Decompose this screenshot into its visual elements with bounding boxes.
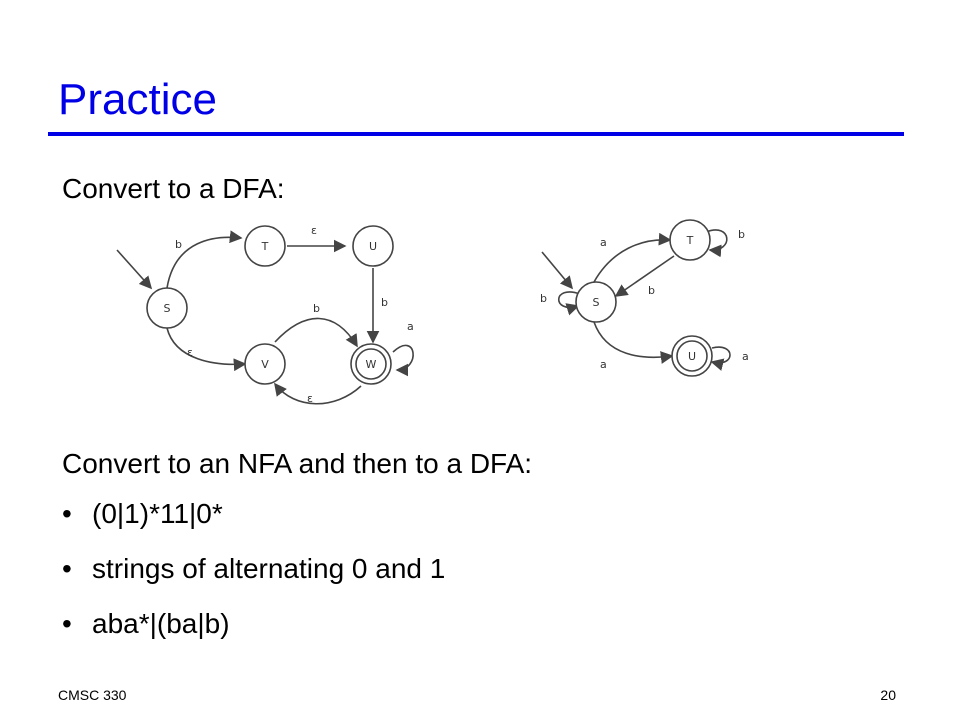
bullet-text: (0|1)*11|0* (92, 498, 223, 529)
bullet-item: • (0|1)*11|0* (62, 497, 223, 531)
state-v (244, 343, 286, 385)
label2-s-u: a (600, 358, 607, 371)
label-w-v: ε (307, 392, 313, 405)
bullet-marker: • (62, 608, 72, 639)
label-t-u: ε (311, 224, 317, 237)
bullet-item: • aba*|(ba|b) (62, 607, 230, 641)
state2-s (575, 281, 617, 323)
state-w-label: W (366, 358, 377, 371)
state2-t (669, 219, 711, 261)
start-arrow (116, 249, 153, 290)
label2-s-t: a (600, 236, 607, 249)
state2-u-label: U (688, 350, 696, 363)
slide-title: Practice (58, 75, 217, 124)
state-u-label: U (369, 240, 377, 253)
bullet-marker: • (62, 553, 72, 584)
edge-s-t (166, 230, 243, 289)
edge2-u-u (710, 346, 731, 371)
state-s (146, 287, 188, 329)
label2-t-s: b (648, 284, 655, 297)
title-underline (48, 132, 904, 136)
start-arrow-2 (541, 251, 574, 290)
edge2-s-u (593, 321, 674, 364)
bullet-marker: • (62, 498, 72, 529)
section-nfa-heading: Convert to an NFA and then to a DFA: (62, 448, 533, 479)
edge-s-v (166, 327, 247, 372)
footer-page-number: 20 (880, 687, 896, 703)
edge-v-w (274, 317, 358, 348)
state-t (244, 225, 286, 267)
label2-u-u: a (742, 350, 749, 363)
label-s-t: b (175, 238, 182, 251)
label-w-w: a (407, 320, 414, 333)
state-t-label: T (261, 240, 269, 253)
state2-t-label: T (686, 234, 694, 247)
state2-u-inner (676, 340, 708, 372)
label2-s-s: b (540, 292, 547, 305)
state-s-label: S (164, 302, 171, 315)
edge2-s-t (593, 232, 672, 283)
edge2-t-s (614, 255, 675, 297)
label-v-w: b (313, 302, 320, 315)
label-s-v: ε (187, 346, 193, 359)
state-w-inner (355, 348, 387, 380)
nfa-diagram-2: a b b b a a S T U (540, 219, 749, 377)
state-v-label: V (261, 358, 269, 371)
edge-w-w (392, 344, 414, 377)
state-u (352, 225, 394, 267)
bullet-text: strings of alternating 0 and 1 (92, 553, 446, 584)
section-dfa-heading: Convert to a DFA: (62, 173, 285, 204)
nfa-diagram-1: b ε b ε b ε a S T U V W (116, 224, 414, 405)
label2-t-t: b (738, 228, 745, 241)
footer-course: CMSC 330 (58, 687, 127, 703)
bullet-text: aba*|(ba|b) (92, 608, 230, 639)
state2-s-label: S (593, 296, 600, 309)
bullet-item: • strings of alternating 0 and 1 (62, 552, 445, 586)
edge2-t-t (705, 229, 728, 258)
edge2-s-s (557, 291, 581, 316)
label-u-w: b (381, 296, 388, 309)
edge-w-v (274, 382, 362, 405)
